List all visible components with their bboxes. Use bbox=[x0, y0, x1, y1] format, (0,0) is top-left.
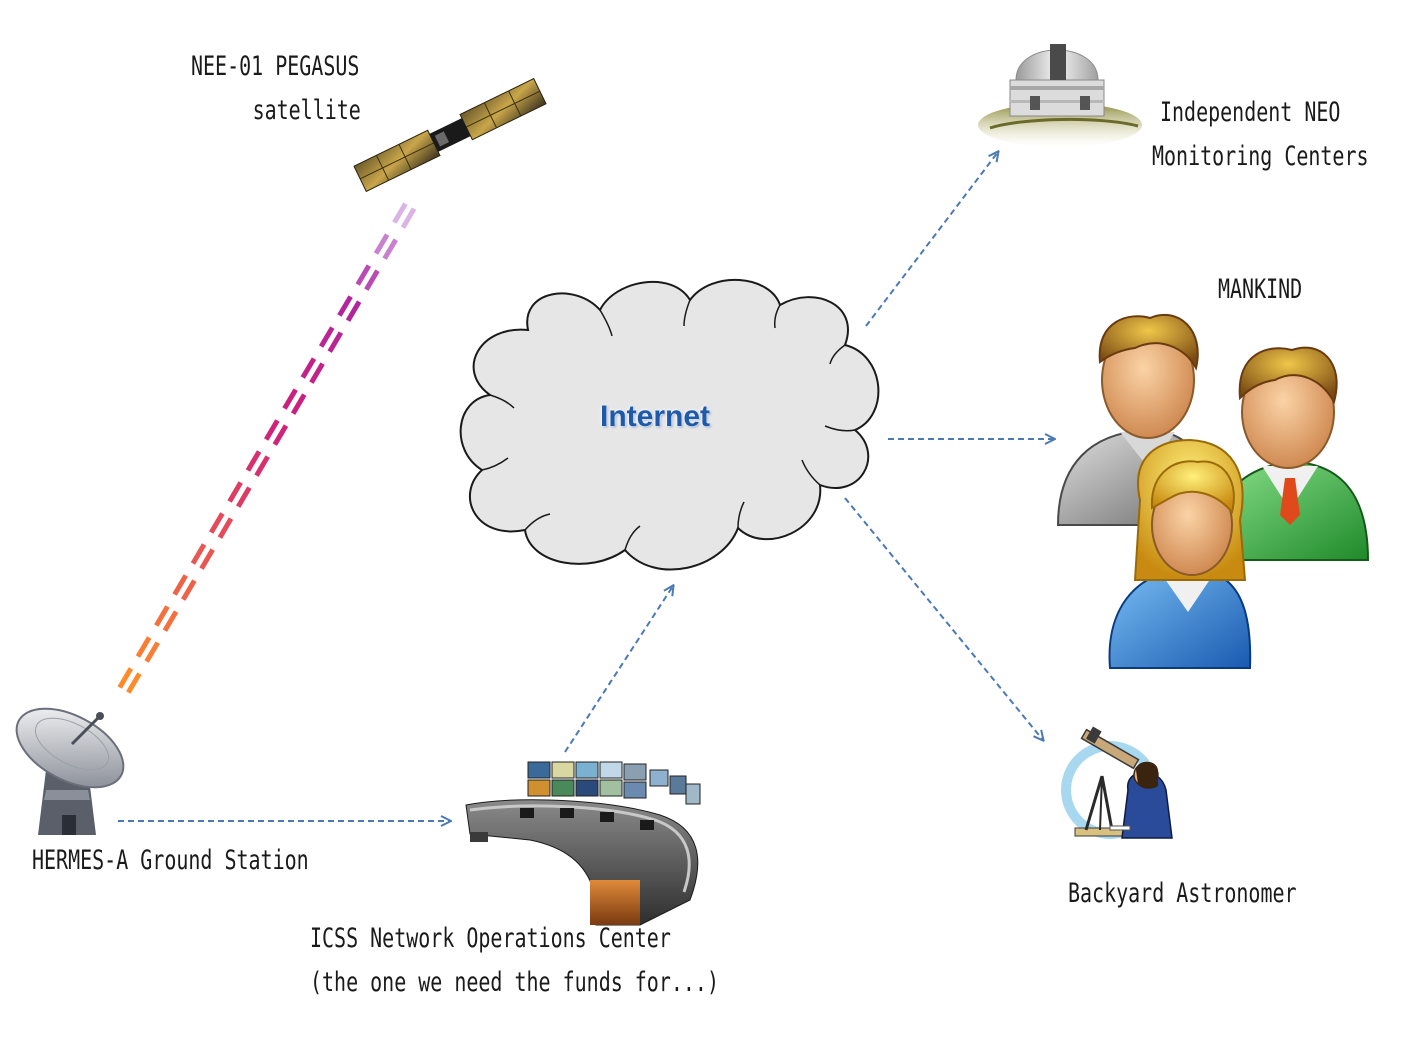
beam-dash bbox=[318, 326, 335, 348]
satellite-type: satellite bbox=[252, 95, 361, 126]
beam-dash bbox=[364, 269, 380, 291]
beam-dash bbox=[217, 517, 234, 539]
beam-dash bbox=[135, 636, 152, 658]
beam-dash bbox=[290, 393, 307, 415]
beam-dash bbox=[309, 362, 325, 384]
beam-dash bbox=[154, 605, 170, 627]
ground-station-label: HERMES-A Ground Station bbox=[32, 845, 309, 876]
neo-centers-line2: Monitoring Centers bbox=[1152, 141, 1369, 172]
beam-dash bbox=[282, 388, 298, 410]
beam-dash bbox=[373, 233, 390, 255]
beam-dash bbox=[117, 667, 134, 689]
beam-dash bbox=[199, 548, 215, 570]
noc-note: (the one we need the funds for...) bbox=[310, 967, 719, 998]
satellite-dish-icon bbox=[15, 707, 125, 835]
satellite-label: NEE-01 PEGASUS satellite bbox=[191, 45, 419, 133]
beam-dash bbox=[227, 481, 243, 503]
beam-dash bbox=[327, 331, 344, 353]
beam-dash bbox=[144, 641, 160, 663]
cloud-icon bbox=[459, 279, 880, 571]
noc-label: ICSS Network Operations Center (the one … bbox=[310, 917, 863, 1005]
arrow-noc-to-internet bbox=[564, 586, 673, 753]
beam-dash bbox=[209, 512, 225, 534]
radio-link-beam bbox=[117, 202, 417, 694]
neo-centers-label: Independent NEO Monitoring Centers bbox=[1152, 91, 1421, 179]
arrow-internet-to-astronomer bbox=[844, 497, 1043, 740]
monitor-wall bbox=[527, 761, 701, 805]
beam-dash bbox=[355, 264, 372, 286]
beam-dash bbox=[162, 610, 179, 632]
people-group-icon bbox=[1056, 313, 1370, 669]
beam-dash bbox=[337, 295, 353, 317]
beam-dash bbox=[382, 238, 398, 260]
control-room-icon bbox=[465, 761, 701, 926]
beam-dash bbox=[392, 202, 408, 224]
beam-dash bbox=[190, 543, 207, 565]
beam-dash bbox=[181, 579, 197, 601]
beam-dash bbox=[172, 574, 188, 596]
beam-dash bbox=[126, 672, 142, 694]
beam-dash bbox=[264, 419, 280, 441]
noc-name: ICSS Network Operations Center bbox=[310, 923, 671, 954]
beam-dash bbox=[345, 300, 362, 322]
satellite-name: NEE-01 PEGASUS bbox=[191, 51, 360, 82]
beam-dash bbox=[245, 450, 262, 472]
beam-dash bbox=[272, 424, 289, 446]
beam-dash bbox=[300, 357, 317, 379]
person-green-man bbox=[1208, 346, 1370, 561]
telescope-astronomer-icon bbox=[1061, 726, 1173, 839]
connection-arrows bbox=[118, 152, 1054, 821]
beam-dash bbox=[236, 486, 252, 508]
astronomer-label: Backyard Astronomer bbox=[1068, 878, 1297, 909]
beam-dash bbox=[400, 207, 417, 229]
mankind-label: MANKIND bbox=[1218, 274, 1303, 305]
neo-centers-line1: Independent NEO bbox=[1160, 97, 1341, 128]
internet-label: Internet bbox=[599, 400, 710, 433]
arrow-internet-to-neo-centers bbox=[865, 152, 998, 327]
beam-dash bbox=[254, 455, 270, 477]
person-blue-woman bbox=[1108, 438, 1252, 669]
observatory-icon bbox=[978, 44, 1142, 147]
satellite-icon bbox=[353, 77, 547, 193]
